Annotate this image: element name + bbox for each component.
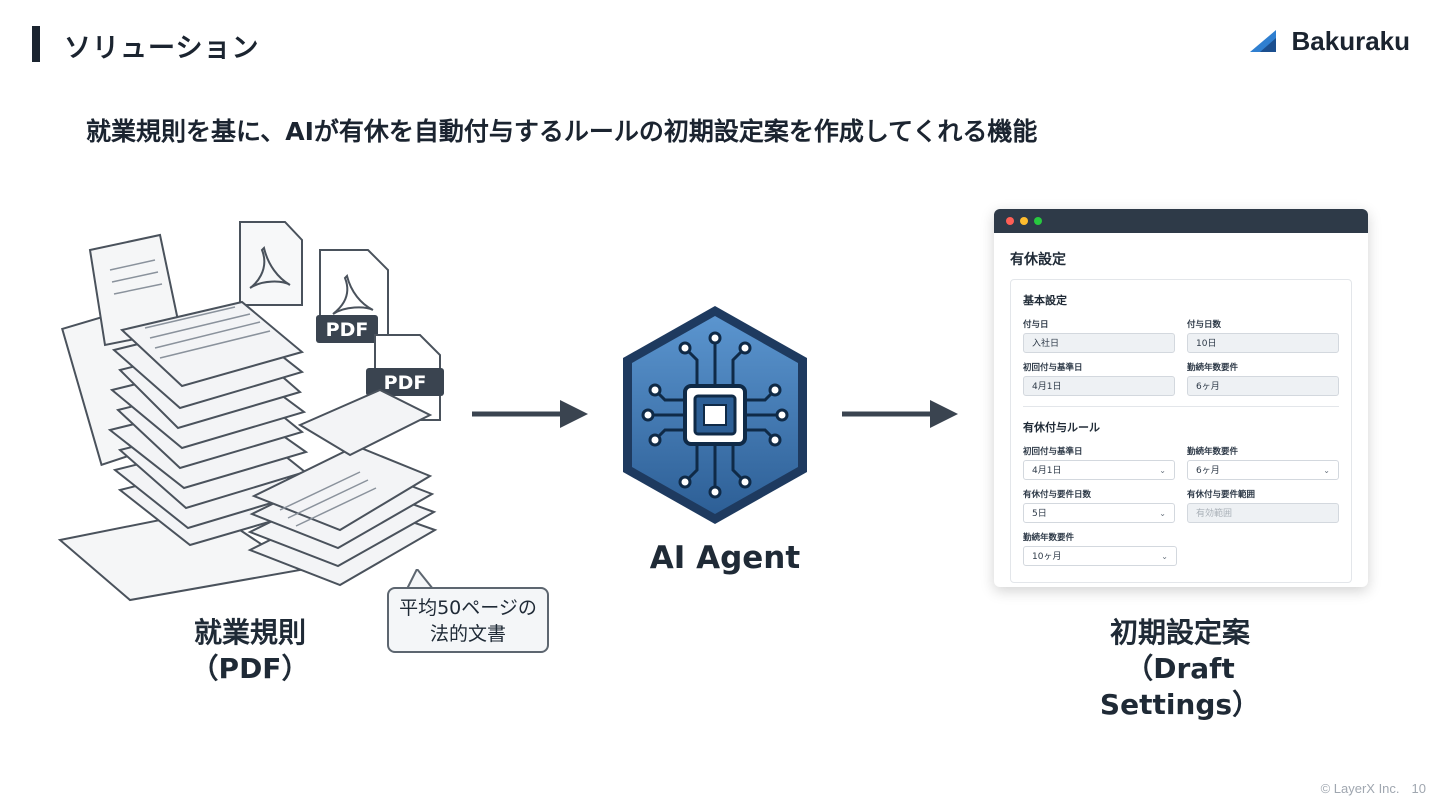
tenure-requirement-select[interactable]: 6ヶ月 ⌄: [1187, 460, 1339, 480]
section-divider: [1023, 406, 1339, 407]
field-label: 付与日: [1023, 320, 1049, 330]
caption-work-rules-line1: 就業規則: [193, 616, 306, 649]
grant-days-field[interactable]: 10日: [1187, 333, 1339, 353]
pdf-badge-1: PDF: [326, 319, 369, 341]
first-grant-date-select[interactable]: 4月1日 ⌄: [1023, 460, 1175, 480]
select-value: 10ヶ月: [1032, 552, 1062, 562]
close-dot-icon: [1006, 217, 1014, 225]
required-days-select[interactable]: 5日 ⌄: [1023, 503, 1175, 523]
settings-title: 有休設定: [1010, 252, 1066, 268]
settings-window: 有休設定 基本設定 付与日 入社日 付与日数 10日 初回付与基準日: [994, 209, 1368, 587]
ai-chip-hexagon-icon: [623, 306, 807, 524]
tenure-requirement-field[interactable]: 6ヶ月: [1187, 376, 1339, 396]
caption-draft-line2: （Draft Settings）: [1099, 652, 1261, 721]
bubble-line-1: 平均50ページの: [399, 597, 537, 619]
section-title: ソリューション: [64, 33, 260, 64]
caption-work-rules-line2: （PDF）: [190, 652, 310, 685]
caption-ai-agent: AI Agent: [649, 540, 801, 576]
chevron-down-icon: ⌄: [1159, 509, 1166, 518]
settings-card: 基本設定 付与日 入社日 付与日数 10日 初回付与基準日 4月1日: [1010, 279, 1352, 583]
bakuraku-logo-icon: [1249, 30, 1276, 52]
footer: © LayerX Inc. 10: [1321, 781, 1426, 796]
caption-draft-settings: 初期設定案 （Draft Settings）: [1050, 615, 1310, 723]
field-label: 勤続年数要件: [1187, 363, 1239, 373]
brand-logo: Bakuraku: [1249, 25, 1411, 56]
maximize-dot-icon: [1034, 217, 1042, 225]
requirement-range-field[interactable]: 有効範囲: [1187, 503, 1339, 523]
field-label: 有休付与要件範囲: [1187, 490, 1256, 500]
basic-section-title: 基本設定: [1023, 294, 1067, 307]
chevron-down-icon: ⌄: [1159, 466, 1166, 475]
grant-date-field[interactable]: 入社日: [1023, 333, 1175, 353]
page-subtitle: 就業規則を基に、AIが有休を自動付与するルールの初期設定案を作成してくれる機能: [86, 117, 1038, 146]
window-titlebar: [994, 209, 1368, 233]
rules-section-title: 有休付与ルール: [1023, 421, 1100, 434]
field-label: 勤続年数要件: [1187, 447, 1239, 457]
caption-work-rules: 就業規則 （PDF）: [170, 615, 330, 687]
tenure-months-select[interactable]: 10ヶ月 ⌄: [1023, 546, 1177, 566]
speech-bubble: 平均50ページの 法的文書: [387, 587, 549, 653]
first-grant-date-field[interactable]: 4月1日: [1023, 376, 1175, 396]
page-number: 10: [1411, 781, 1426, 796]
field-label: 勤続年数要件: [1023, 533, 1075, 543]
select-value: 5日: [1032, 509, 1047, 519]
field-label: 初回付与基準日: [1023, 363, 1083, 373]
section-bar: [32, 26, 40, 62]
select-value: 6ヶ月: [1196, 466, 1220, 476]
field-label: 有休付与要件日数: [1023, 490, 1092, 500]
field-label: 付与日数: [1187, 320, 1222, 330]
minimize-dot-icon: [1020, 217, 1028, 225]
arrow-right-icon-2: [842, 400, 958, 428]
chevron-down-icon: ⌄: [1323, 466, 1330, 475]
select-value: 4月1日: [1032, 466, 1062, 476]
copyright: © LayerX Inc.: [1320, 781, 1400, 796]
brand-name: Bakuraku: [1291, 25, 1411, 56]
document-pile-illustration: PDF PDF: [57, 221, 444, 602]
chevron-down-icon: ⌄: [1161, 552, 1168, 561]
pdf-badge-2: PDF: [384, 372, 427, 394]
solution-diagram: PDF PDF: [50, 185, 1390, 721]
field-label: 初回付与基準日: [1023, 447, 1083, 457]
caption-draft-line1: 初期設定案: [1109, 616, 1250, 649]
bubble-line-2: 法的文書: [429, 623, 506, 645]
arrow-right-icon: [472, 400, 588, 428]
